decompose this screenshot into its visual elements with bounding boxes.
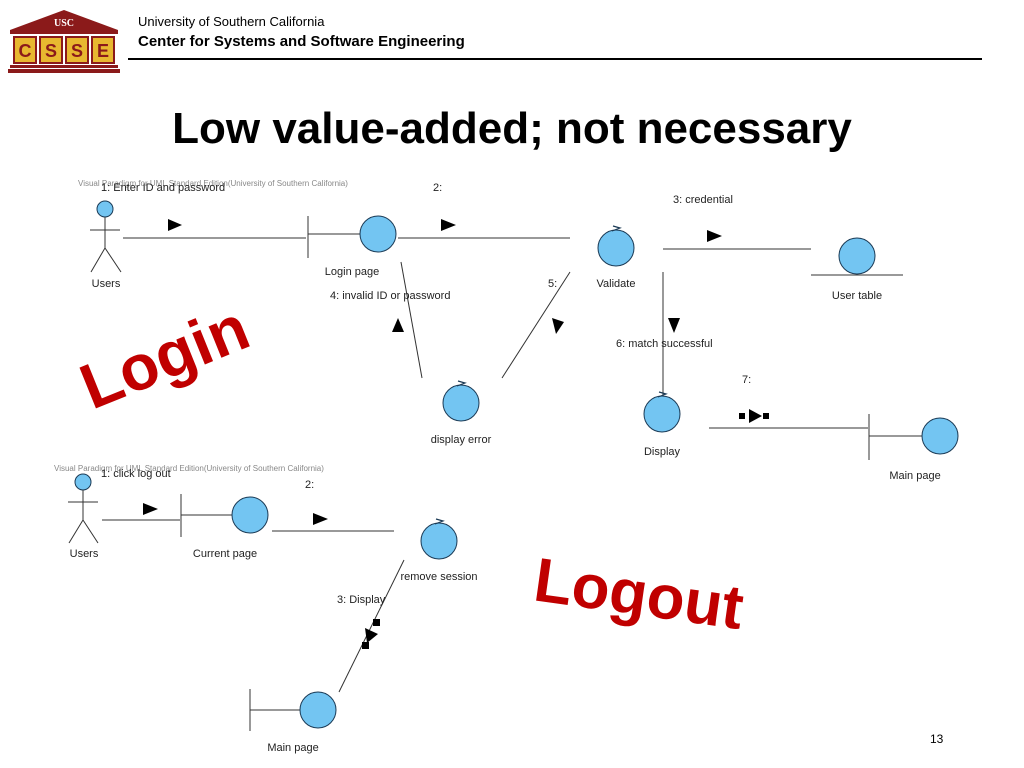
arrow-down-left-with-data-icon — [362, 619, 380, 649]
page-number: 13 — [930, 732, 944, 746]
boundary-login-page — [307, 215, 397, 258]
logo-letter-blocks: C S S E — [13, 36, 115, 64]
label-remove-session: remove session — [400, 571, 477, 583]
boundary-current-page — [180, 494, 269, 537]
message-5: 5: — [548, 278, 557, 290]
arrow-right-icon — [143, 503, 158, 515]
logo-usc-text: USC — [54, 18, 74, 29]
link-validate-displayerror — [501, 271, 571, 379]
actor-users-logout — [68, 473, 99, 544]
logo-letter: C — [19, 41, 32, 61]
message-3: 3: credential — [673, 194, 733, 206]
logo-letter: S — [71, 41, 83, 61]
message-2: 2: — [433, 182, 442, 194]
arrow-right-icon — [313, 513, 328, 525]
control-validate — [597, 225, 635, 267]
logout-overlay-label: Logout — [530, 546, 748, 644]
label-user-table: User table — [832, 290, 882, 302]
actor-users-login — [90, 200, 122, 273]
university-name: University of Southern California — [138, 14, 325, 29]
logo-letter: E — [97, 41, 109, 61]
control-display — [643, 391, 681, 433]
label-display: Display — [644, 446, 681, 458]
logout-diagram: Visual Paradigm for UML Standard Edition… — [54, 464, 749, 754]
arrow-down-icon — [668, 318, 680, 333]
logout-watermark: Visual Paradigm for UML Standard Edition… — [54, 464, 324, 473]
control-remove-session — [420, 518, 458, 560]
control-display-error — [442, 380, 480, 422]
message-3: 3: Display — [337, 594, 386, 606]
header-divider — [128, 58, 982, 60]
boundary-main-page-login — [868, 414, 959, 460]
label-main-page: Main page — [267, 742, 318, 754]
message-1: 1: Enter ID and password — [101, 182, 225, 194]
arrow-right-icon — [707, 230, 722, 242]
login-overlay-label: Login — [70, 291, 258, 423]
center-name: Center for Systems and Software Engineer… — [138, 33, 465, 50]
label-validate: Validate — [597, 278, 636, 290]
label-display-error: display error — [431, 434, 492, 446]
label-users: Users — [92, 278, 121, 290]
arrow-up-icon — [392, 318, 404, 332]
label-current-page: Current page — [193, 548, 257, 560]
message-6: 6: match successful — [616, 338, 713, 350]
label-users: Users — [70, 548, 99, 560]
login-diagram: Visual Paradigm for UML Standard Edition… — [69, 179, 959, 482]
label-main-page: Main page — [889, 470, 940, 482]
arrow-down-left-icon — [552, 318, 564, 334]
arrow-right-icon — [441, 219, 456, 231]
arrow-right-icon — [168, 219, 182, 231]
message-2: 2: — [305, 479, 314, 491]
boundary-main-page-logout — [249, 689, 337, 731]
login-watermark: Visual Paradigm for UML Standard Edition… — [78, 179, 348, 188]
link-loginpage-displayerror — [400, 261, 423, 379]
logo-letter: S — [45, 41, 57, 61]
slide-title: Low value-added; not necessary — [172, 104, 852, 153]
message-1: 1: click log out — [101, 468, 171, 480]
label-login-page: Login page — [325, 266, 379, 278]
entity-user-table — [811, 237, 903, 276]
link-removesession-mainpage — [338, 559, 405, 693]
message-4: 4: invalid ID or password — [330, 290, 450, 302]
csse-logo: USC C S S E — [8, 10, 120, 73]
message-7: 7: — [742, 374, 751, 386]
arrow-right-with-data-icon — [739, 409, 769, 423]
